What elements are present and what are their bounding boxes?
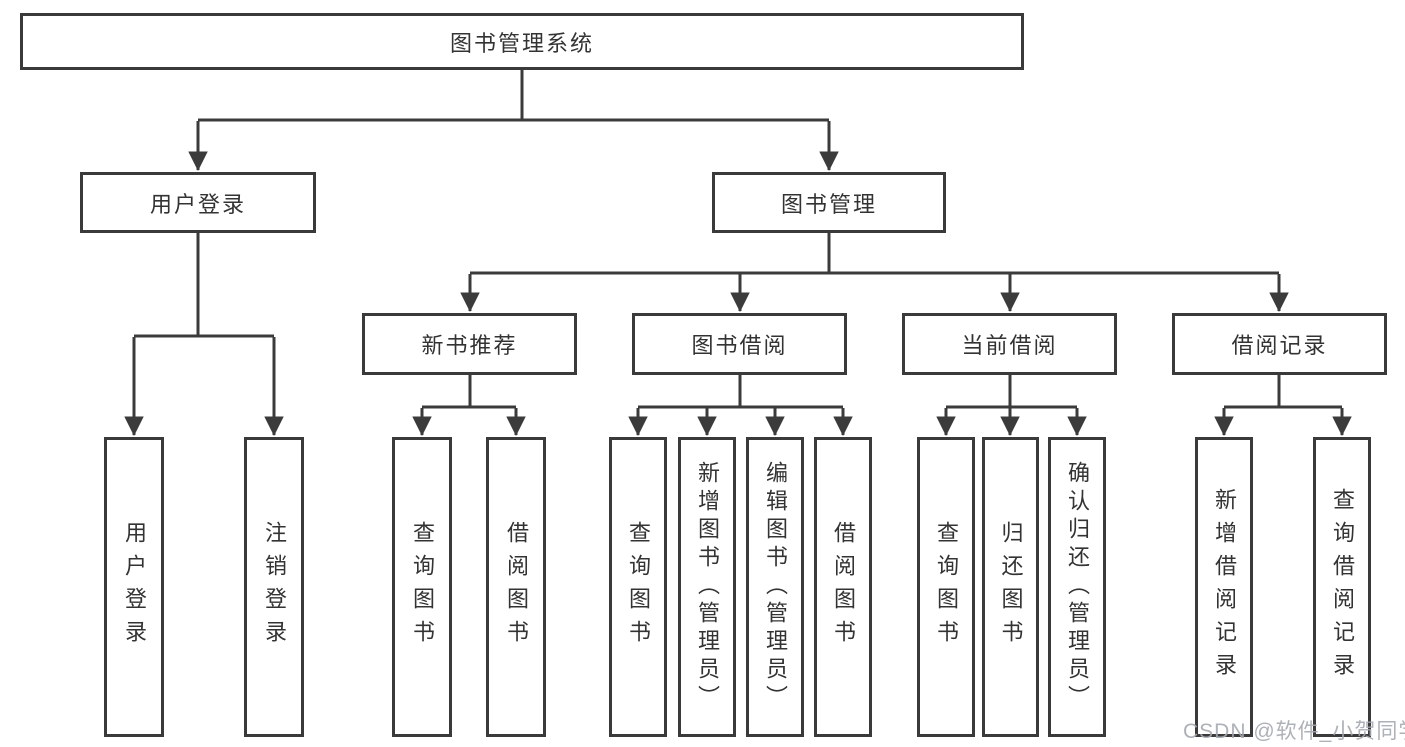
leaf-label: 用户登录 (122, 521, 147, 653)
node-leaf-add-borrow-record: 新增借阅记录 (1195, 437, 1253, 737)
node-user-login: 用户登录 (80, 172, 316, 233)
leaf-label: 新增借阅记录 (1212, 488, 1237, 686)
node-leaf-query-books-recommend: 查询图书 (392, 437, 452, 737)
leaf-label: 查询图书 (626, 521, 651, 653)
node-leaf-borrow-books-recommend: 借阅图书 (486, 437, 546, 737)
node-leaf-add-books-admin: 新增图书（管理员） (678, 437, 736, 737)
leaf-label: 新增图书（管理员） (695, 461, 720, 713)
node-leaf-edit-books-admin: 编辑图书（管理员） (746, 437, 804, 737)
node-leaf-query-books-borrowing: 查询图书 (609, 437, 667, 737)
node-current-borrowing: 当前借阅 (902, 313, 1117, 375)
node-leaf-user-login: 用户登录 (104, 437, 164, 737)
node-book-borrowing: 图书借阅 (632, 313, 847, 375)
watermark: CSDN @软件_小贺同学 (1183, 720, 1405, 743)
node-leaf-logout: 注销登录 (244, 437, 304, 737)
leaf-label: 查询借阅记录 (1330, 488, 1355, 686)
leaf-label: 查询图书 (934, 521, 959, 653)
leaf-label: 编辑图书（管理员） (763, 461, 788, 713)
node-book-management: 图书管理 (712, 172, 946, 233)
leaf-label: 注销登录 (262, 521, 287, 653)
leaf-label: 借阅图书 (504, 521, 529, 653)
node-new-book-recommend: 新书推荐 (362, 313, 577, 375)
node-leaf-confirm-return-admin: 确认归还（管理员） (1048, 437, 1106, 737)
node-leaf-return-books: 归还图书 (982, 437, 1039, 737)
node-borrowing-records: 借阅记录 (1172, 313, 1387, 375)
leaf-label: 归还图书 (998, 521, 1024, 653)
node-root: 图书管理系统 (20, 13, 1024, 70)
leaf-label: 确认归还（管理员） (1065, 461, 1090, 713)
node-leaf-borrow-books: 借阅图书 (814, 437, 872, 737)
node-leaf-query-borrow-record: 查询借阅记录 (1313, 437, 1371, 737)
leaf-label: 查询图书 (410, 521, 435, 653)
node-leaf-query-books-current: 查询图书 (917, 437, 975, 737)
leaf-label: 借阅图书 (831, 521, 856, 653)
